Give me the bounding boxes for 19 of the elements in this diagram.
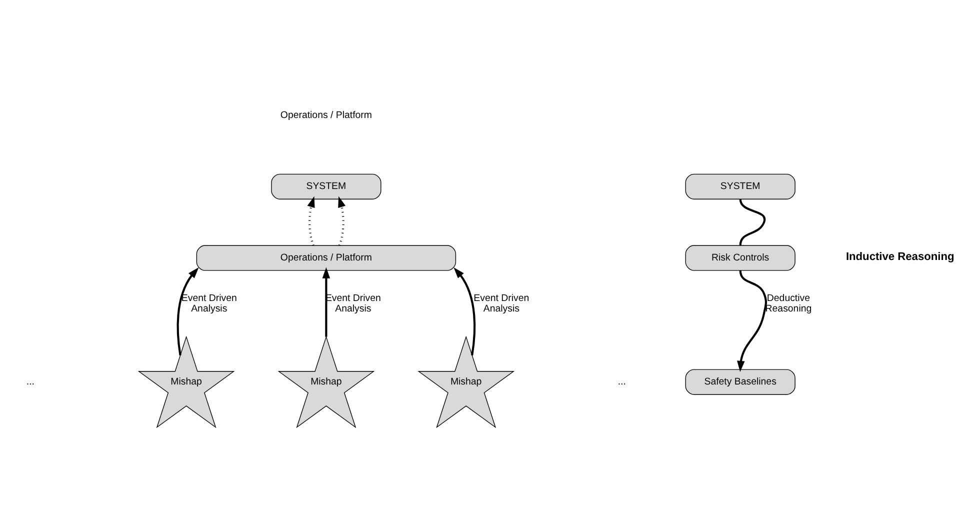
node-box: Operations / Platform <box>196 244 456 270</box>
arrow <box>736 270 766 372</box>
connector <box>738 198 766 246</box>
node-box: Risk Controls <box>684 244 795 270</box>
arrow <box>176 266 198 355</box>
arrow <box>306 196 314 246</box>
label: ... <box>617 376 626 388</box>
label: ... <box>26 376 34 388</box>
node-box: SYSTEM <box>270 173 381 199</box>
arrow <box>322 266 330 336</box>
arrow <box>453 266 476 355</box>
arrow <box>338 196 346 246</box>
label: Inductive Reasoning <box>845 250 954 262</box>
edge-label: Event Driven Analysis <box>180 292 236 314</box>
node-box: Safety Baselines <box>684 368 795 394</box>
label: Operations / Platform <box>280 109 372 120</box>
edge-label: Event Driven Analysis <box>473 292 529 314</box>
edge-label: Deductive Reasoning <box>764 292 812 314</box>
node-box: SYSTEM <box>684 173 795 199</box>
